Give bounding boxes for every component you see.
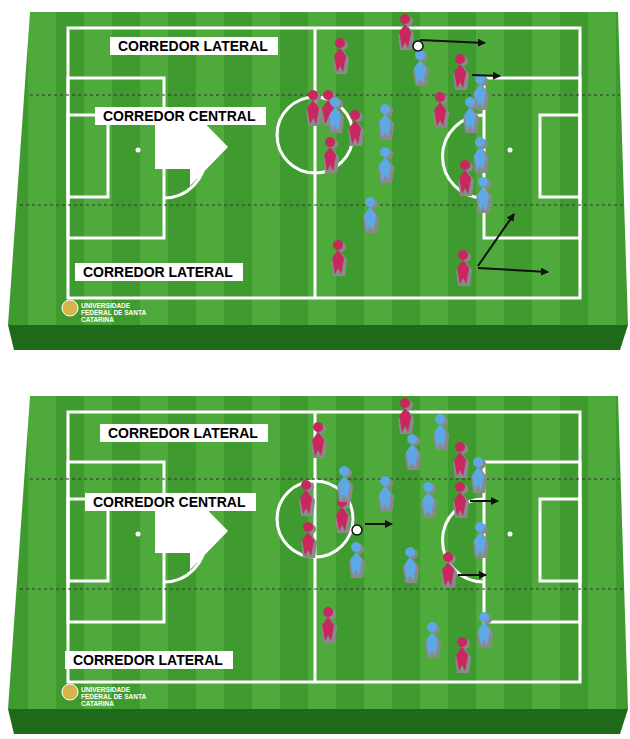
player-figure <box>476 177 492 213</box>
football-field <box>8 396 628 734</box>
players <box>299 14 493 673</box>
player-figure <box>323 137 339 173</box>
player-figure <box>458 160 474 196</box>
corridor-text: CORREDOR CENTRAL <box>93 494 245 510</box>
player-figure <box>328 97 344 133</box>
corridor-label: CORREDOR LATERAL <box>65 651 233 669</box>
player-figure <box>378 147 394 183</box>
corridor-label: CORREDOR CENTRAL <box>95 107 266 125</box>
player-figure <box>471 457 487 493</box>
player-figure <box>455 637 471 673</box>
movement-arrows <box>365 40 548 575</box>
corridor-text: CORREDOR LATERAL <box>108 425 258 441</box>
player-figure <box>433 414 449 450</box>
university-logo-text: UNIVERSIDADE FEDERAL DE SANTA CATARINA <box>81 302 151 323</box>
balls <box>352 41 423 535</box>
player-figure <box>425 622 441 658</box>
player-figure <box>311 422 327 458</box>
player-figure <box>378 104 394 140</box>
player-figure <box>306 90 322 126</box>
corridor-label: CORREDOR LATERAL <box>75 263 243 281</box>
player-figure <box>421 482 437 518</box>
player-figure <box>398 14 414 50</box>
player-figure <box>453 482 469 518</box>
player-figure <box>349 542 365 578</box>
player-figure <box>453 54 469 90</box>
football-field <box>8 12 628 350</box>
corridor-text: CORREDOR LATERAL <box>118 38 268 54</box>
corridor-text: CORREDOR LATERAL <box>83 264 233 280</box>
player-figure <box>473 137 489 173</box>
player-figure <box>337 466 353 502</box>
player-figure <box>403 547 419 583</box>
corridor-label: CORREDOR LATERAL <box>110 37 278 55</box>
player-figure <box>348 110 364 146</box>
player-figure <box>378 476 394 512</box>
player-figure <box>398 398 414 434</box>
corridor-label: CORREDOR LATERAL <box>100 424 268 442</box>
player-figure <box>433 92 449 128</box>
corridor-label: CORREDOR CENTRAL <box>85 493 256 511</box>
player-figure <box>413 50 429 86</box>
player-figure <box>335 497 351 533</box>
player-figure <box>321 607 337 643</box>
corridor-text: CORREDOR LATERAL <box>73 652 223 668</box>
player-figure <box>441 552 457 588</box>
player-figure <box>363 197 379 233</box>
player-figure <box>333 38 349 74</box>
player-figure <box>301 522 317 558</box>
player-figure <box>456 250 472 286</box>
university-logo-text: UNIVERSIDADE FEDERAL DE SANTA CATARINA <box>81 686 151 707</box>
player-figure <box>331 240 347 276</box>
player-figure <box>299 480 315 516</box>
player-figure <box>477 612 493 648</box>
player-figure <box>453 442 469 478</box>
player-figure <box>463 97 479 133</box>
player-figure <box>405 434 421 470</box>
corridor-text: CORREDOR CENTRAL <box>103 108 255 124</box>
player-figure <box>473 522 489 558</box>
